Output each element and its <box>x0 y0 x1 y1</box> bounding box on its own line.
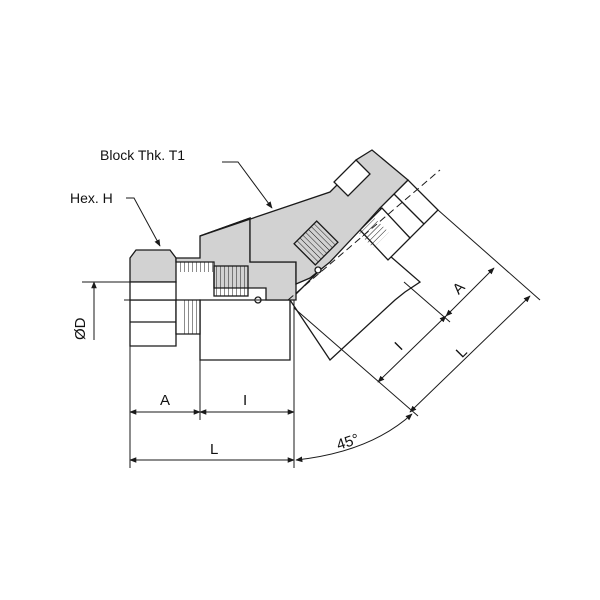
hex-nut-section <box>129 249 177 283</box>
angled-hex-flat-line <box>393 193 425 225</box>
angle-label: 45° <box>335 431 362 454</box>
hex-callout-leader <box>126 197 161 247</box>
angled-thread-section <box>293 220 339 266</box>
text-labels: Block Thk. T1 Hex. H ØD A I L A I L 45° <box>70 147 471 458</box>
tube-thread-lower <box>182 300 198 334</box>
block-thickness-label: Block Thk. T1 <box>100 147 185 163</box>
hex-nut-lower <box>129 299 177 347</box>
angle-arc <box>295 413 413 463</box>
ext-line-angled-mid <box>403 281 451 323</box>
ext-line-angled-top <box>437 209 541 301</box>
centerlines <box>124 169 441 301</box>
nut-thread-section <box>180 262 214 272</box>
angled-centerline <box>287 169 441 301</box>
angled-tube-thread <box>359 218 389 248</box>
dim-l-horizontal-label: L <box>210 441 218 458</box>
hex-label: Hex. H <box>70 190 113 206</box>
block-callout-leader <box>222 161 273 209</box>
dim-i-angled-line <box>377 315 447 383</box>
section-view <box>129 149 409 304</box>
seal-ball-angled <box>314 266 322 274</box>
body-thread-section <box>213 265 249 297</box>
straight-body <box>199 299 291 361</box>
block-notch <box>333 159 371 197</box>
dimension-lines <box>82 161 541 468</box>
diameter-label: ØD <box>72 317 89 340</box>
dim-a-horizontal-label: A <box>160 392 170 409</box>
dim-a-angled-line <box>445 267 495 317</box>
dim-i-angled-label: I <box>391 339 406 354</box>
dim-a-angled-label: A <box>449 279 468 298</box>
hex-nut-face <box>129 281 177 301</box>
dim-l-angled-label: L <box>453 343 471 361</box>
dim-i-horizontal-label: I <box>243 392 247 409</box>
dim-l-angled-line <box>409 295 531 413</box>
ext-line-angled-base <box>293 307 419 417</box>
